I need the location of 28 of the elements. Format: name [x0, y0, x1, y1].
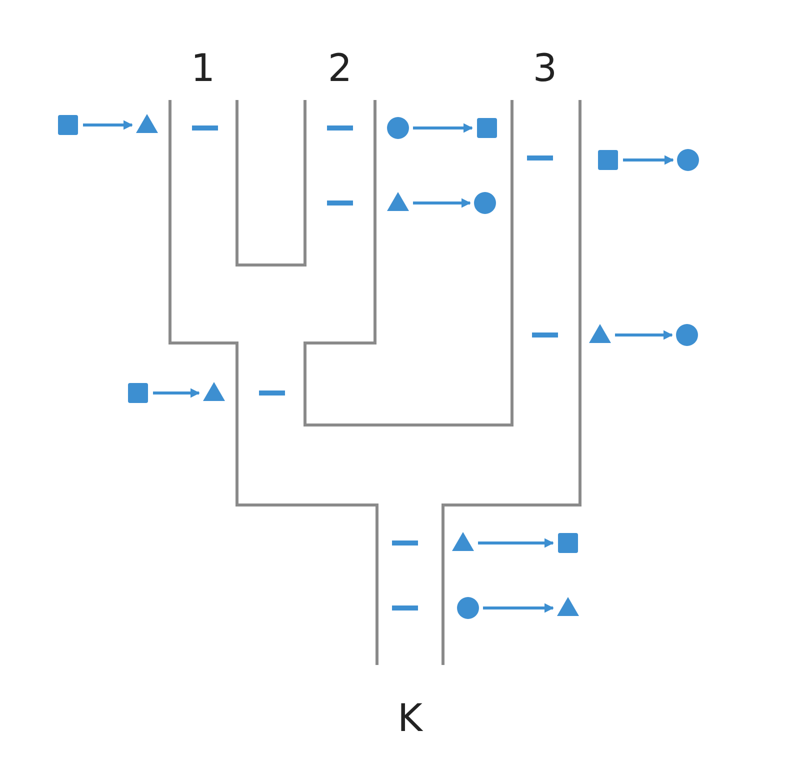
triangle-symbol	[557, 597, 579, 619]
arrow	[478, 538, 554, 548]
triangle-symbol	[203, 382, 225, 404]
square-symbol	[557, 532, 579, 554]
taxon-label: 2	[328, 49, 352, 87]
arrow	[623, 155, 674, 165]
circle-symbol	[676, 324, 698, 346]
triangle-symbol	[452, 532, 474, 554]
arrow	[615, 330, 673, 340]
taxon-label: 3	[532, 49, 558, 87]
triangle-symbol	[136, 114, 158, 136]
root-label: K	[398, 699, 422, 737]
circle-symbol	[474, 192, 496, 214]
arrow	[83, 120, 133, 130]
triangle-symbol	[387, 192, 409, 214]
square-symbol	[597, 149, 619, 171]
circle-symbol	[677, 149, 699, 171]
arrow	[413, 198, 471, 208]
square-symbol	[127, 382, 149, 404]
triangle-symbol	[589, 324, 611, 346]
arrow	[483, 603, 554, 613]
square-symbol	[57, 114, 79, 136]
arrow	[153, 388, 200, 398]
taxon-label: 1	[190, 49, 216, 87]
arrow	[413, 123, 473, 133]
circle-symbol	[387, 117, 409, 139]
square-symbol	[476, 117, 498, 139]
circle-symbol	[457, 597, 479, 619]
